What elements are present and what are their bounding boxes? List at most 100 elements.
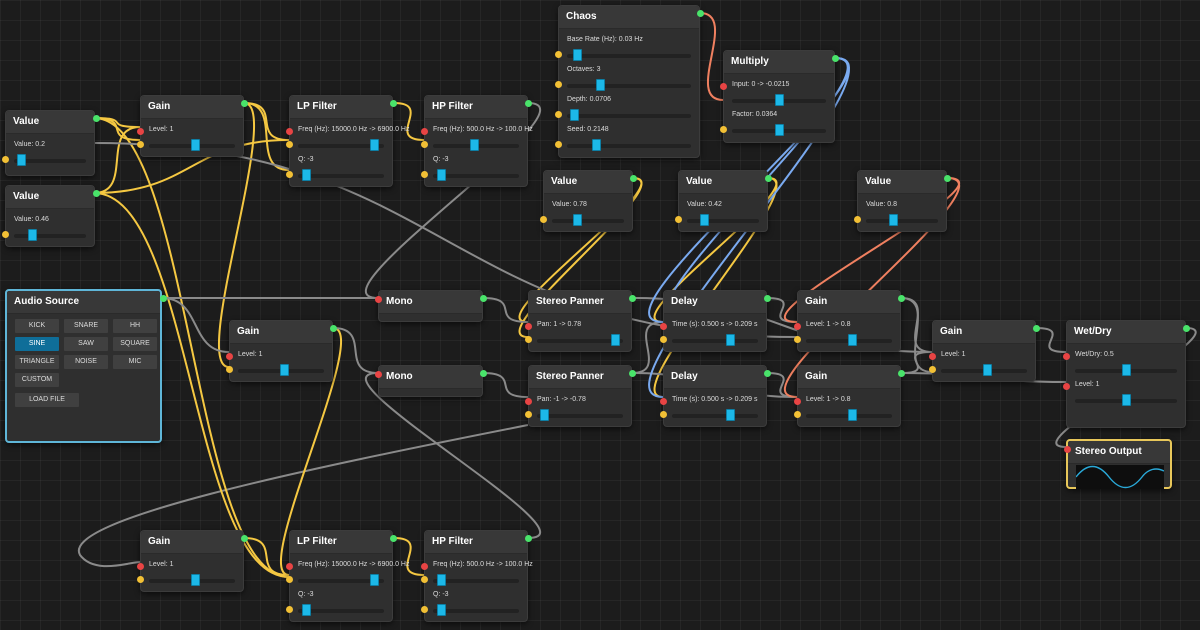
time-input-port[interactable] <box>660 323 667 330</box>
freq-slider[interactable] <box>433 139 519 151</box>
slider-thumb[interactable] <box>191 574 200 586</box>
output-port[interactable] <box>390 100 397 107</box>
level-slider[interactable] <box>149 574 235 586</box>
node-title[interactable]: Wet/Dry <box>1067 321 1185 344</box>
waveform-button-custom[interactable]: CUSTOM <box>15 373 59 387</box>
node-title[interactable]: Gain <box>141 531 243 554</box>
delay-node-a[interactable]: Delay Time (s): 0.500 s -> 0.209 s <box>660 290 771 352</box>
depth-input-port[interactable] <box>555 111 562 118</box>
output-port[interactable] <box>93 190 100 197</box>
audio-input-port[interactable] <box>137 141 144 148</box>
output-port[interactable] <box>1033 325 1040 332</box>
hp-filter-node-top[interactable]: HP Filter Freq (Hz): 500.0 Hz -> 100.0 H… <box>421 95 533 187</box>
mono-node-a[interactable]: Mono <box>375 290 487 322</box>
node-title[interactable]: Gain <box>798 291 900 314</box>
level-slider[interactable] <box>149 139 235 151</box>
slider-thumb[interactable] <box>726 409 735 421</box>
factor-slider[interactable] <box>732 124 826 136</box>
slider-thumb[interactable] <box>573 214 582 226</box>
pan-slider[interactable] <box>537 334 623 346</box>
gain-node-bottom[interactable]: Gain Level: 1 <box>137 530 248 592</box>
time-input-port[interactable] <box>660 398 667 405</box>
freq-input-port[interactable] <box>286 128 293 135</box>
q-slider[interactable] <box>298 604 384 616</box>
time-slider[interactable] <box>672 409 758 421</box>
q-slider[interactable] <box>433 169 519 181</box>
output-port[interactable] <box>480 295 487 302</box>
level-input-port[interactable] <box>137 128 144 135</box>
slider-thumb[interactable] <box>592 139 601 151</box>
slider-thumb[interactable] <box>1122 394 1131 406</box>
gain-node-top[interactable]: Gain Level: 1 <box>137 95 248 157</box>
node-title[interactable]: Value <box>858 171 946 194</box>
q-input-port[interactable] <box>286 171 293 178</box>
slider-thumb[interactable] <box>596 79 605 91</box>
value-node-a[interactable]: Value Value: 0.2 <box>2 110 100 176</box>
input-slider[interactable] <box>732 94 826 106</box>
node-title[interactable]: HP Filter <box>425 531 527 554</box>
output-port[interactable] <box>629 295 636 302</box>
audio-input-port[interactable] <box>929 366 936 373</box>
value-input-port[interactable] <box>854 216 861 223</box>
slider-thumb[interactable] <box>1122 364 1131 376</box>
freq-input-port[interactable] <box>421 128 428 135</box>
wet-dry-slider[interactable] <box>1075 364 1177 376</box>
output-port[interactable] <box>93 115 100 122</box>
node-title[interactable]: Stereo Output <box>1068 441 1170 464</box>
audio-input-port[interactable] <box>660 336 667 343</box>
output-port[interactable] <box>390 535 397 542</box>
freq-slider[interactable] <box>298 139 384 151</box>
value-node-d[interactable]: Value Value: 0.42 <box>675 170 772 232</box>
level-input-port[interactable] <box>794 323 801 330</box>
slider-thumb[interactable] <box>191 139 200 151</box>
gain-node-right-b[interactable]: Gain Level: 1 -> 0.8 <box>794 365 905 427</box>
multiply-node[interactable]: Multiply Input: 0 -> -0.0215 Factor: 0.0… <box>720 50 839 143</box>
stereo-panner-node-b[interactable]: Stereo Panner Pan: -1 -> -0.78 <box>525 365 636 427</box>
node-title[interactable]: Value <box>679 171 767 194</box>
freq-input-port[interactable] <box>421 563 428 570</box>
audio-input-port[interactable] <box>794 411 801 418</box>
audio-input-port[interactable] <box>286 576 293 583</box>
waveform-button-sine[interactable]: SINE <box>15 337 59 351</box>
output-port[interactable] <box>241 100 248 107</box>
output-port[interactable] <box>898 295 905 302</box>
audio-input-port[interactable] <box>794 336 801 343</box>
slider-thumb[interactable] <box>848 409 857 421</box>
stereo-output-node[interactable]: Stereo Output <box>1064 439 1172 489</box>
slider-thumb[interactable] <box>370 574 379 586</box>
level-slider[interactable] <box>238 364 324 376</box>
value-node-b[interactable]: Value Value: 0.46 <box>2 185 100 247</box>
audio-input-port[interactable] <box>375 296 382 303</box>
node-title[interactable]: Stereo Panner <box>529 291 631 314</box>
node-title[interactable]: HP Filter <box>425 96 527 119</box>
output-port[interactable] <box>697 10 704 17</box>
value-input-port[interactable] <box>2 231 9 238</box>
audio-input-port[interactable] <box>525 411 532 418</box>
node-title[interactable]: Gain <box>230 321 332 344</box>
slider-thumb[interactable] <box>280 364 289 376</box>
stereo-panner-node-a[interactable]: Stereo Panner Pan: 1 -> 0.78 <box>525 290 636 352</box>
waveform-button-noise[interactable]: NOISE <box>64 355 108 369</box>
slider-thumb[interactable] <box>302 169 311 181</box>
output-port[interactable] <box>764 295 771 302</box>
slider-thumb[interactable] <box>775 94 784 106</box>
node-title[interactable]: Audio Source <box>7 291 160 314</box>
freq-input-port[interactable] <box>286 563 293 570</box>
waveform-button-mic[interactable]: MIC <box>113 355 157 369</box>
node-title[interactable]: Mono <box>379 366 482 389</box>
wet-dry-node[interactable]: Wet/Dry Wet/Dry: 0.5 Level: 1 <box>1063 320 1190 428</box>
audio-input-port[interactable] <box>1064 446 1071 453</box>
slider-thumb[interactable] <box>700 214 709 226</box>
waveform-button-saw[interactable]: SAW <box>64 337 108 351</box>
node-title[interactable]: LP Filter <box>290 96 392 119</box>
q-input-port[interactable] <box>421 606 428 613</box>
pan-input-port[interactable] <box>525 323 532 330</box>
level-slider[interactable] <box>806 334 892 346</box>
freq-slider[interactable] <box>433 574 519 586</box>
dry-input-port[interactable] <box>1063 383 1070 390</box>
slider-thumb[interactable] <box>437 574 446 586</box>
delay-node-b[interactable]: Delay Time (s): 0.500 s -> 0.209 s <box>660 365 771 427</box>
output-port[interactable] <box>898 370 905 377</box>
slider-thumb[interactable] <box>573 49 582 61</box>
slider-thumb[interactable] <box>848 334 857 346</box>
